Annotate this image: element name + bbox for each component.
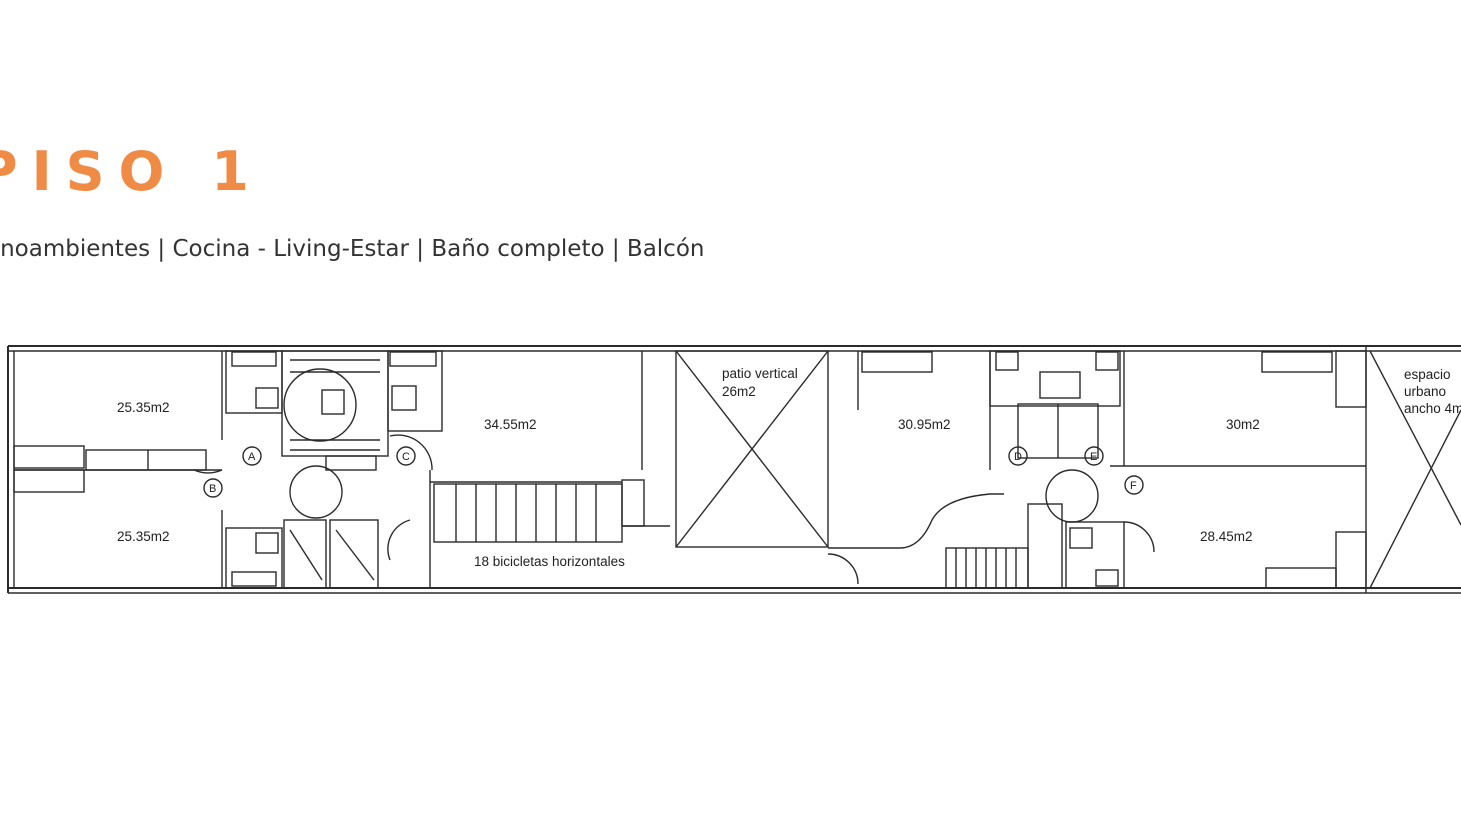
urban-cross xyxy=(1369,350,1461,526)
bathroom xyxy=(225,527,283,589)
toilet xyxy=(995,351,1019,371)
urban-cross xyxy=(1369,409,1461,589)
bathroom xyxy=(387,350,443,432)
unit-area-label: 28.45m2 xyxy=(1200,529,1253,544)
wall xyxy=(289,529,323,581)
patio-area-label: 26m2 xyxy=(722,384,756,399)
door-marker-c: C xyxy=(402,451,410,463)
bathroom xyxy=(1065,521,1125,589)
door-marker-circle xyxy=(203,478,223,498)
door-swing xyxy=(1123,521,1155,553)
elevator xyxy=(283,519,327,589)
bike-rack xyxy=(433,483,623,543)
balcony-wall xyxy=(1335,531,1367,589)
patio-cross xyxy=(675,350,829,548)
unit-area-label: 25.35m2 xyxy=(117,529,170,544)
bathroom xyxy=(225,350,283,414)
stair-treads xyxy=(955,548,1017,588)
sink xyxy=(1095,569,1119,587)
urban-label: ancho 4m xyxy=(1404,401,1461,416)
hall-turning-circle xyxy=(289,465,343,519)
door-marker-circle xyxy=(1008,446,1028,466)
door-swing xyxy=(827,553,859,585)
curved-wall xyxy=(828,493,1004,549)
door-marker-b: B xyxy=(209,483,216,495)
door-marker-e: E xyxy=(1090,451,1097,463)
toilet xyxy=(389,351,437,367)
sink xyxy=(255,532,279,554)
bathroom xyxy=(989,350,1121,407)
patio-void xyxy=(675,350,829,548)
unit-area-label: 30m2 xyxy=(1226,417,1260,432)
unit-area-label: 25.35m2 xyxy=(117,400,170,415)
door-swing xyxy=(193,469,223,474)
door-swing xyxy=(389,434,433,471)
kitchen-counter xyxy=(85,449,207,471)
hall-turning-circle xyxy=(1045,469,1099,523)
patio-label: patio vertical xyxy=(722,366,798,381)
wall xyxy=(335,529,375,581)
stove xyxy=(13,445,85,469)
unit-area-label: 30.95m2 xyxy=(898,417,951,432)
kitchen-counter xyxy=(621,479,645,527)
landing xyxy=(325,455,377,471)
stair-spiral xyxy=(283,368,357,442)
door-swing xyxy=(387,519,411,561)
urban-label: urbano xyxy=(1404,384,1446,399)
stair-shaft xyxy=(321,389,345,415)
door-marker-a: A xyxy=(248,451,256,463)
stove xyxy=(861,351,933,373)
stairs xyxy=(1027,503,1063,589)
door-marker-circle xyxy=(1084,446,1104,466)
door-marker-circle xyxy=(1124,475,1144,495)
page-subtitle: onoambientes | Cocina - Living-Estar | B… xyxy=(0,236,705,262)
bike-rack-label: 18 bicicletas horizontales xyxy=(474,554,625,569)
balcony-wall xyxy=(1335,350,1367,408)
bike-rack-slots xyxy=(455,484,597,542)
urban-label: espacio xyxy=(1404,367,1451,382)
stove xyxy=(1265,567,1337,589)
door-marker-circle xyxy=(242,446,262,466)
door-marker-circle xyxy=(396,446,416,466)
toilet xyxy=(231,351,277,367)
page-title: PISO 1 xyxy=(0,140,263,203)
door-marker-d: D xyxy=(1014,451,1022,463)
unit-area-label: 34.55m2 xyxy=(484,417,537,432)
stove xyxy=(1261,351,1333,373)
door-marker-f: F xyxy=(1130,480,1137,492)
toilet xyxy=(1095,351,1119,371)
sink xyxy=(255,387,279,409)
elevator xyxy=(329,519,379,589)
toilet xyxy=(231,571,277,587)
sink xyxy=(391,385,417,411)
shaft xyxy=(1039,371,1081,399)
toilet xyxy=(1069,527,1093,549)
stove xyxy=(13,469,85,493)
